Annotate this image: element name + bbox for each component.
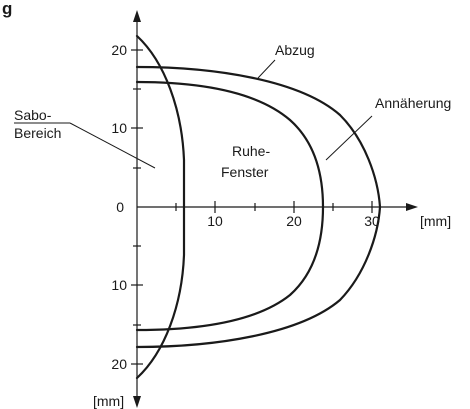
y-tick-upper-20: 20 xyxy=(111,42,127,58)
x-axis-unit: [mm] xyxy=(420,213,451,229)
y-axis-unit: [mm] xyxy=(93,393,124,409)
ruhe-label-line1: Ruhe- xyxy=(232,143,270,159)
sabo-label-line2: Bereich xyxy=(14,125,61,141)
heading-fragment: g xyxy=(2,0,12,18)
y-tick-upper-10: 10 xyxy=(111,120,127,136)
x-axis-arrow xyxy=(406,203,418,211)
x-tick-30: 30 xyxy=(364,213,380,229)
y-tick-lower-20: 20 xyxy=(111,356,127,372)
y-tick-origin: 0 xyxy=(116,199,124,215)
sabo-leader xyxy=(69,122,156,169)
annaeherung-curve xyxy=(135,80,325,332)
ruhe-label-line2: Fenster xyxy=(221,164,269,180)
abzug-curve xyxy=(135,65,382,349)
x-ticks xyxy=(175,201,373,213)
y-ticks xyxy=(131,49,143,365)
y-tick-lower-10: 10 xyxy=(111,277,127,293)
annaeherung-label: Annäherung xyxy=(375,95,451,111)
annaeherung-leader xyxy=(325,115,373,161)
abzug-label: Abzug xyxy=(275,42,315,58)
y-axis-arrow-bottom xyxy=(133,396,141,408)
sabo-label-line1: Sabo- xyxy=(14,107,52,123)
x-tick-20: 20 xyxy=(286,213,302,229)
x-tick-10: 10 xyxy=(207,213,223,229)
y-axis-arrow-top xyxy=(133,10,141,22)
abzug-leader xyxy=(257,59,276,79)
